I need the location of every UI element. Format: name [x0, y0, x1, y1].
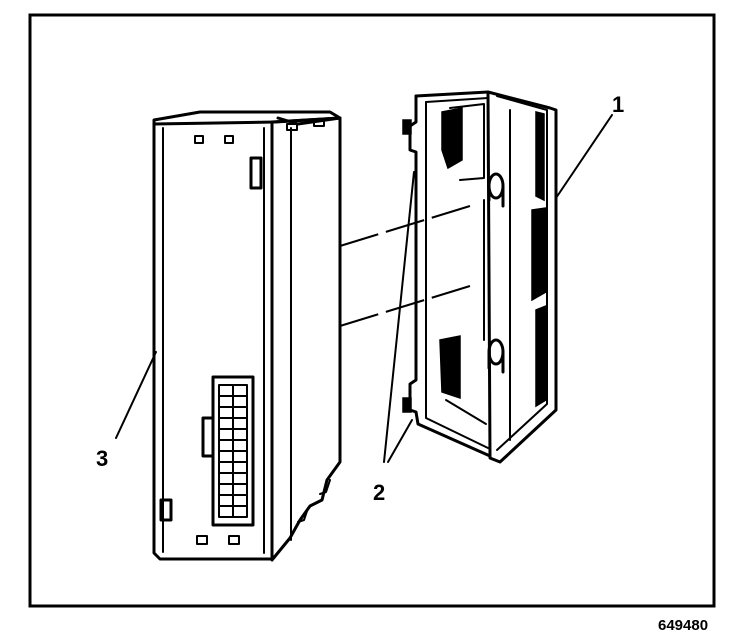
mounting-bracket: [402, 90, 558, 464]
diagram-frame: [28, 13, 716, 608]
callout-1: 1: [612, 92, 624, 117]
callout-2: 2: [373, 480, 385, 505]
module-connector: [201, 375, 255, 527]
leader-line-2b: [387, 419, 413, 463]
figure-number: 649480: [658, 617, 708, 634]
callout-3: 3: [96, 446, 108, 471]
leader-line-2a: [383, 171, 415, 463]
control-module: [152, 110, 342, 562]
leader-line-3: [115, 351, 157, 439]
alignment-lines: [339, 205, 471, 327]
leader-line-1: [555, 114, 613, 199]
